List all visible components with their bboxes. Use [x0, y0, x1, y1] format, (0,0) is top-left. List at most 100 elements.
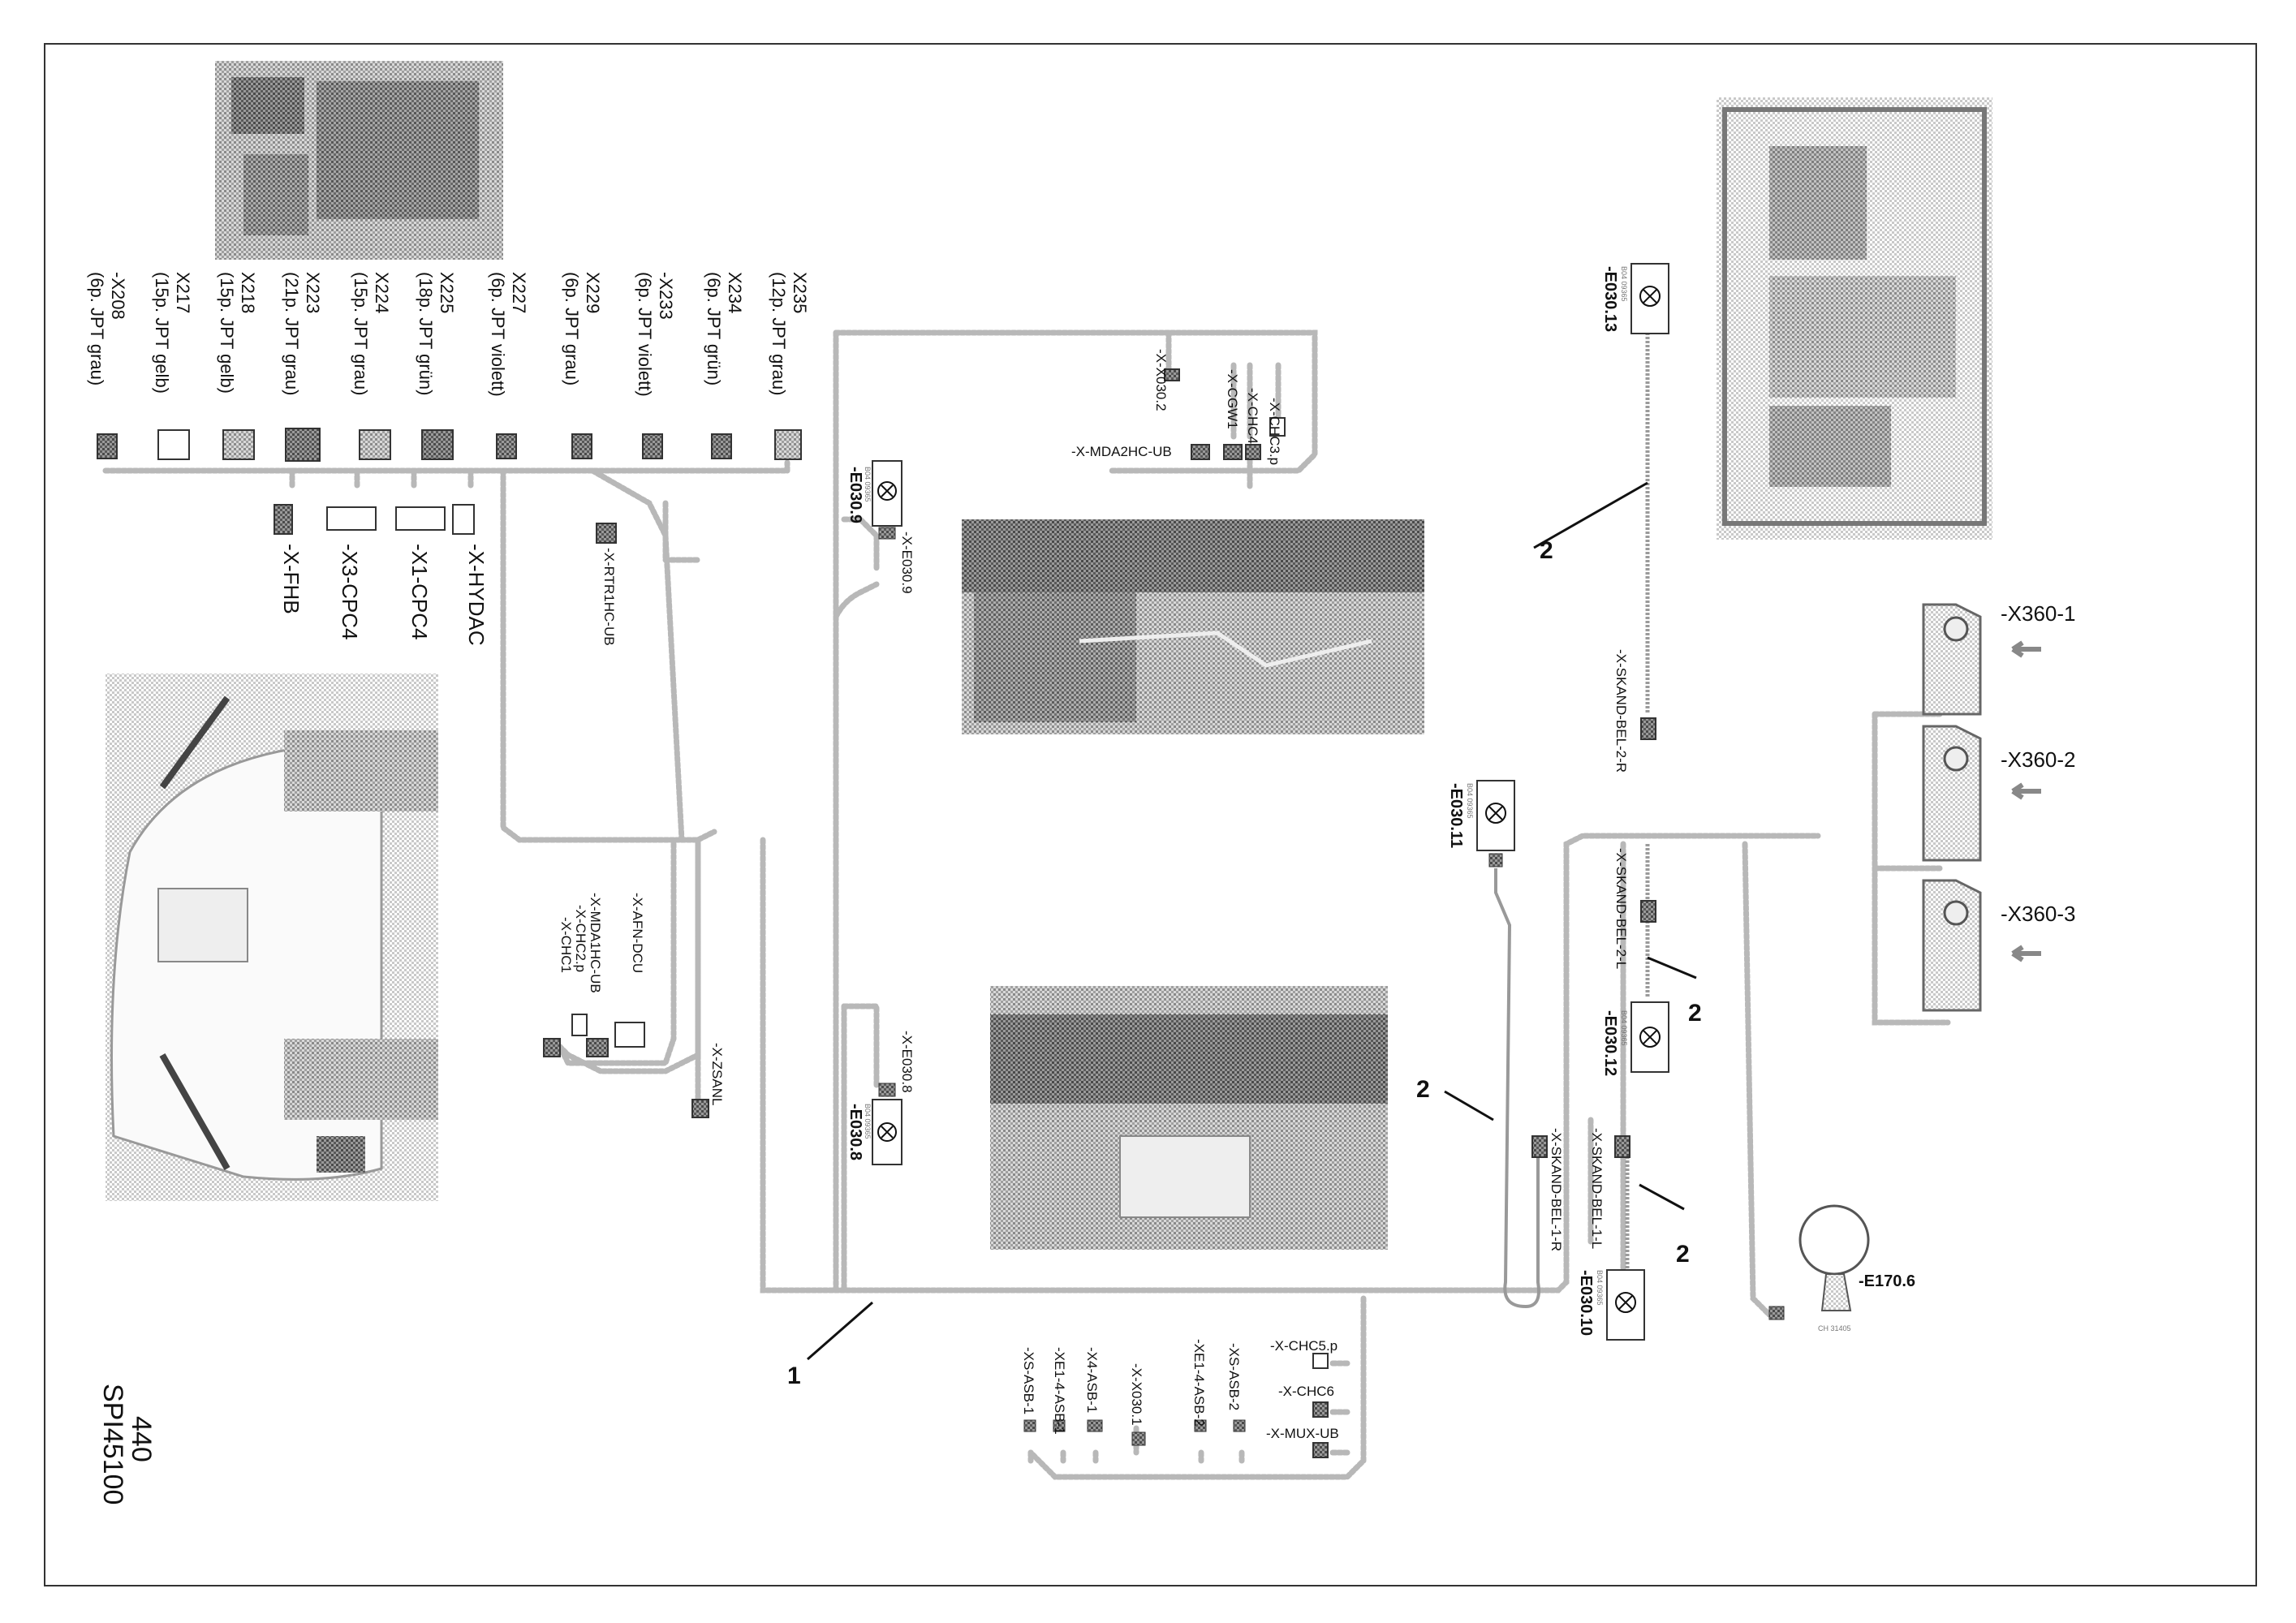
connector-x224[interactable]	[359, 429, 391, 460]
connector-x234[interactable]	[711, 433, 732, 459]
rtr-connector-group: -X-RTR1HC-UB	[596, 523, 617, 646]
connector-x-chc1[interactable]	[543, 1038, 561, 1057]
label-x-chc3p: -X-CHC3.p	[1267, 398, 1282, 465]
connector-x208-id: -X208	[108, 272, 128, 320]
skand-connector-group: -X-SKAND-BEL-2-R -X-SKAND-BEL-2-L -X-SKA…	[1531, 649, 1656, 1251]
lamp-e030-9-box[interactable]	[872, 460, 902, 527]
connector-x225[interactable]	[421, 429, 454, 460]
connector-x208[interactable]	[97, 433, 118, 459]
lamp-e030-10-partno: B04 09365	[1596, 1270, 1604, 1306]
connector-x4-asb-1[interactable]	[1087, 1419, 1103, 1432]
connector-x-hydac[interactable]	[452, 504, 475, 535]
lamp-e030-9: -E030.9 B04 09365 -X-E030.9	[846, 460, 915, 594]
label-x-fhb: -X-FHB	[279, 544, 304, 614]
lamp-e030-12-id: -E030.12	[1601, 1010, 1619, 1076]
connector-x-afn-dcu[interactable]	[614, 1022, 645, 1048]
connector-x217-id: X217	[173, 272, 193, 313]
connector-x229-id: X229	[583, 272, 603, 313]
connector-x-rtr1hc-ub[interactable]	[596, 523, 617, 544]
label-e170-6: -E170.6	[1859, 1272, 1915, 1290]
label-x-rtr1hc-ub: -X-RTR1HC-UB	[601, 548, 617, 646]
connector-x-x030-1[interactable]	[1131, 1431, 1146, 1446]
harness-number-2-top: 2	[1540, 537, 1553, 564]
connector-xe1-4-asb-2[interactable]	[1194, 1419, 1207, 1432]
lamp-e030-9-plug: -X-E030.9	[899, 532, 915, 594]
label-skand-bel-2-l: -X-SKAND-BEL-2-L	[1613, 848, 1629, 969]
x360-3[interactable]: -X360-3	[1922, 879, 2076, 1012]
connector-skand-bel-2-r[interactable]	[1640, 717, 1656, 740]
harness-number-2-mid: 2	[1416, 1076, 1430, 1103]
label-x360-2: -X360-2	[2001, 747, 2076, 772]
connector-skand-bel-1-l[interactable]	[1614, 1135, 1630, 1158]
connector-x-chc4[interactable]	[1245, 444, 1261, 460]
connector-x223-id: X223	[303, 272, 323, 313]
connector-x218-spec: (15p. JPT gelb)	[217, 272, 237, 394]
label-x-mux-ub: -X-MUX-UB	[1266, 1426, 1339, 1441]
connector-x1-cpc4[interactable]	[395, 506, 446, 531]
label-x1-cpc4: -X1-CPC4	[407, 544, 432, 639]
connector-x-fhb[interactable]	[274, 504, 293, 535]
connector-x-chc3p[interactable]	[1269, 417, 1286, 437]
page-border	[44, 43, 2257, 1586]
lamp-e030-10-box[interactable]	[1606, 1269, 1645, 1341]
label-x-zsanl: -X-ZSANL	[709, 1043, 725, 1105]
lamp-e030-8-id: -E030.8	[846, 1104, 864, 1160]
label-xe1-4-asb-1: -XE1-4-ASB-1	[1052, 1347, 1067, 1435]
x360-component-group: -X360-1 -X360-2 -X360-3	[1922, 601, 2076, 1012]
connector-xs-asb-1[interactable]	[1023, 1419, 1036, 1432]
cab-connector-group: -X-AFN-DCU -X-MDA1HC-UB -X-CHC2.p -X-CHC…	[543, 841, 725, 1118]
connector-x217-spec: (15p. JPT gelb)	[152, 272, 172, 394]
connector-x233-spec: (6p. JPT violett)	[635, 272, 655, 397]
e170-6-bulb[interactable]	[1798, 1204, 1870, 1276]
connector-x3-cpc4[interactable]	[326, 506, 377, 531]
label-xs-asb-2: -XS-ASB-2	[1226, 1343, 1242, 1410]
connector-x229[interactable]	[571, 433, 592, 459]
connector-x227-spec: (6p. JPT violett)	[488, 272, 508, 397]
connector-x234-id: X234	[725, 272, 745, 313]
connector-x-mda1hc-ub[interactable]	[586, 1038, 609, 1057]
harness-number-2-right: 2	[1688, 1000, 1702, 1027]
connector-x-x030-2[interactable]	[1164, 368, 1180, 381]
lamp-e030-13-box[interactable]	[1630, 263, 1669, 334]
connector-x233[interactable]	[642, 433, 663, 459]
label-skand-bel-1-l: -X-SKAND-BEL-1-L	[1589, 1128, 1605, 1249]
top-connector-row: -X208 (6p. JPT grau) X217 (15p. JPT gelb…	[87, 272, 810, 462]
connector-x-chc5p[interactable]	[1312, 1353, 1329, 1369]
x360-1[interactable]: -X360-1	[1922, 601, 2076, 716]
connector-x-cgw1[interactable]	[1223, 444, 1243, 460]
connector-x-mda2hc-ub[interactable]	[1191, 444, 1210, 460]
connector-xe1-4-asb-1[interactable]	[1053, 1419, 1066, 1432]
page-number: 440	[126, 1416, 157, 1462]
label-x360-1: -X360-1	[2001, 601, 2076, 626]
vehicle-body-drawing	[1717, 97, 1992, 540]
harness-number-1: 1	[787, 1363, 801, 1389]
lamp-e030-11-box[interactable]	[1476, 780, 1515, 851]
lamp-e030-8: -E030.8 B04 09365 -X-E030.8	[846, 1031, 915, 1165]
connector-x224-id: X224	[372, 272, 392, 313]
label-x360-3: -X360-3	[2001, 902, 2076, 926]
connector-x-chc2p[interactable]	[571, 1014, 588, 1036]
harness-1-routing	[102, 329, 1951, 1480]
label-x-hydac: -X-HYDAC	[464, 544, 489, 646]
label-x3-cpc4: -X3-CPC4	[338, 544, 362, 639]
lamp-e030-13-partno: B04 09365	[1620, 266, 1628, 302]
label-x-chc4: -X-CHC4	[1245, 388, 1260, 444]
connector-x218[interactable]	[222, 429, 255, 460]
connector-xs-asb-2[interactable]	[1233, 1419, 1246, 1432]
connector-x-chc6[interactable]	[1312, 1401, 1329, 1418]
connector-x223[interactable]	[285, 428, 321, 462]
connector-skand-bel-2-l[interactable]	[1640, 900, 1656, 923]
connector-x-zsanl[interactable]	[691, 1099, 709, 1118]
x360-2[interactable]: -X360-2	[1922, 725, 2076, 862]
page-identifier: 440 SPI45100	[97, 1384, 157, 1505]
connector-x-mux-ub[interactable]	[1312, 1442, 1329, 1458]
connector-x227[interactable]	[496, 433, 517, 459]
connector-x217[interactable]	[157, 429, 190, 460]
connector-x225-spec: (18p. JPT grün)	[416, 272, 436, 395]
inner-top-connector-group: -X-X030.2 -X-CGW1 -X-CHC4 -X-CHC3.p -X-M…	[1071, 329, 1286, 465]
lamp-e030-9-id: -E030.9	[846, 467, 864, 523]
connector-x225-id: X225	[437, 272, 457, 313]
connector-x235[interactable]	[774, 429, 802, 460]
connector-skand-bel-1-r[interactable]	[1531, 1135, 1548, 1158]
